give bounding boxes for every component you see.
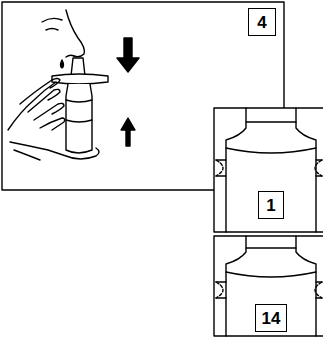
window-edge — [216, 282, 223, 298]
callout-box: 1 — [258, 191, 284, 219]
collar — [52, 74, 108, 84]
bottle-band — [226, 148, 316, 153]
window-edge — [216, 282, 322, 298]
bottle-band — [246, 247, 296, 248]
window-edge — [315, 160, 322, 176]
push-arrow — [121, 118, 135, 146]
callout-number: 1 — [266, 197, 275, 214]
inset-frame — [214, 108, 323, 232]
bottle-outline — [296, 108, 316, 232]
wrist-line — [14, 150, 40, 160]
thumb — [10, 142, 99, 159]
window-edge — [216, 160, 322, 176]
bottle-band — [66, 120, 92, 122]
finger — [20, 79, 60, 105]
drop — [61, 60, 64, 68]
bottle-outline — [226, 236, 246, 336]
nostril — [66, 55, 74, 57]
eye-line — [42, 18, 62, 22]
eye-line — [46, 29, 58, 31]
bottle-body — [66, 84, 92, 153]
callout-number: 14 — [262, 310, 281, 327]
press-arrow — [117, 38, 139, 72]
window-edge — [216, 160, 223, 176]
bottle-band — [66, 100, 92, 102]
callout-box: 14 — [255, 304, 287, 332]
window-edge — [315, 282, 322, 298]
finger — [28, 89, 60, 112]
bottle-outline — [296, 236, 316, 336]
finger — [34, 103, 64, 120]
nozzle — [71, 58, 85, 76]
bottle-outline — [226, 108, 246, 232]
bottle-band — [226, 272, 316, 277]
bottle-band — [246, 121, 296, 122]
nose-outline — [66, 10, 84, 57]
callout-number: 4 — [257, 14, 266, 31]
inset-frame — [214, 236, 323, 336]
callout-box: 4 — [248, 8, 276, 36]
finger — [40, 118, 65, 130]
